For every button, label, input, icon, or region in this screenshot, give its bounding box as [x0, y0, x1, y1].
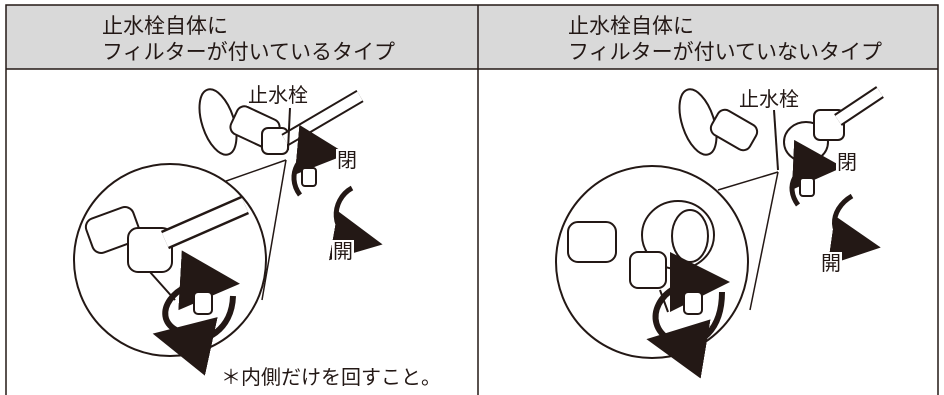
- header-without-filter: 止水栓自体に フィルターが付いていないタイプ: [568, 14, 882, 64]
- left-close-label: 閉: [336, 148, 358, 172]
- table-grid: [5, 4, 939, 395]
- right-valve-label: 止水栓: [738, 87, 800, 111]
- right-close-label: 閉: [836, 150, 858, 174]
- left-open-label: 開: [332, 239, 354, 263]
- header-with-filter: 止水栓自体に フィルターが付いているタイプ: [102, 14, 395, 64]
- left-note: ＊内側だけを回すこと。: [221, 365, 441, 389]
- left-valve-illustration: [73, 88, 383, 376]
- left-valve-label: 止水栓: [247, 83, 309, 107]
- right-open-label: 開: [820, 251, 842, 275]
- header-cell-without-filter: 止水栓自体に フィルターが付いていないタイプ: [478, 5, 938, 69]
- header-cell-with-filter: 止水栓自体に フィルターが付いているタイプ: [6, 5, 478, 69]
- right-valve-illustration: [555, 86, 884, 379]
